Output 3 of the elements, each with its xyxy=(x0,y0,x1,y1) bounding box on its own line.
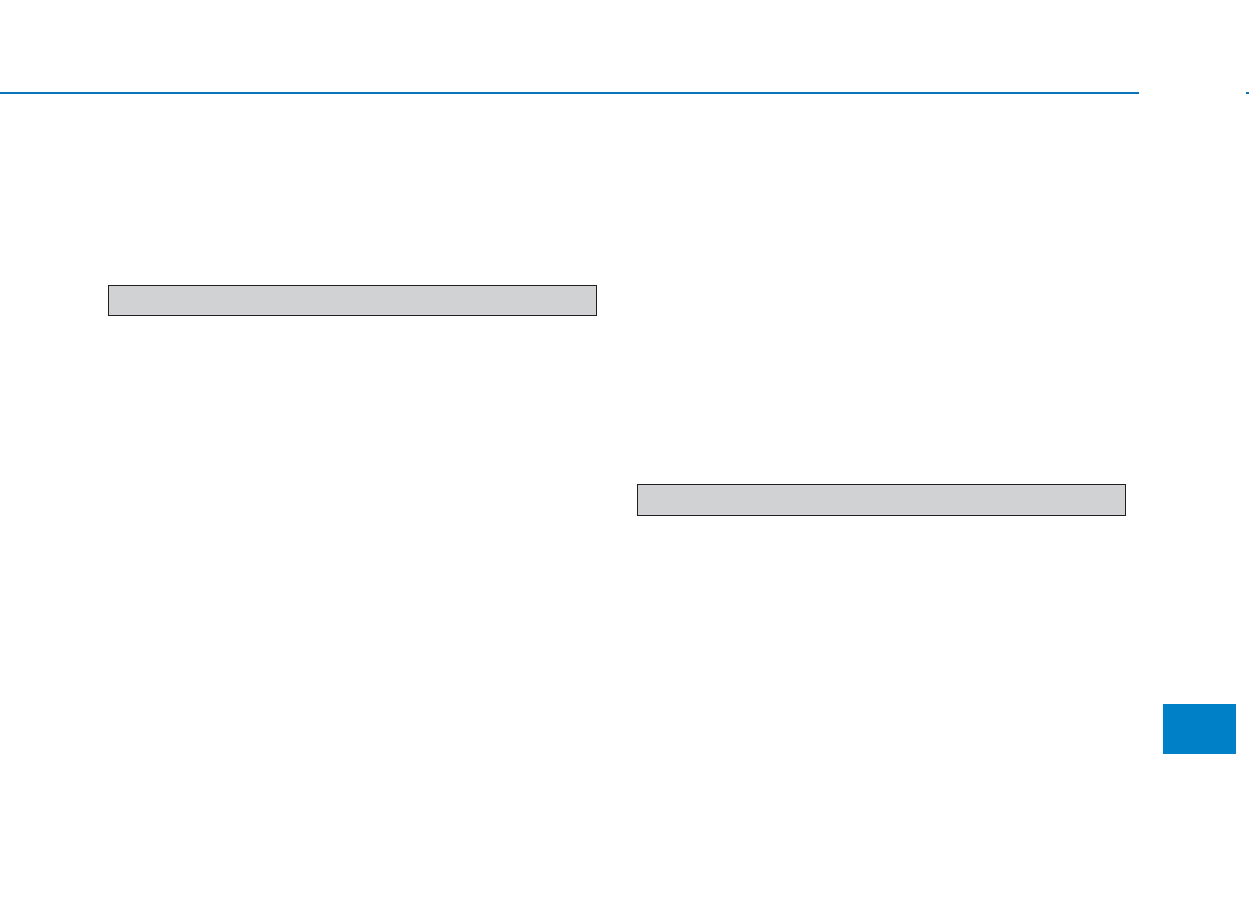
chapter-tab xyxy=(1163,704,1236,754)
section-header-bar xyxy=(108,285,597,316)
section-header-bar xyxy=(637,484,1126,516)
